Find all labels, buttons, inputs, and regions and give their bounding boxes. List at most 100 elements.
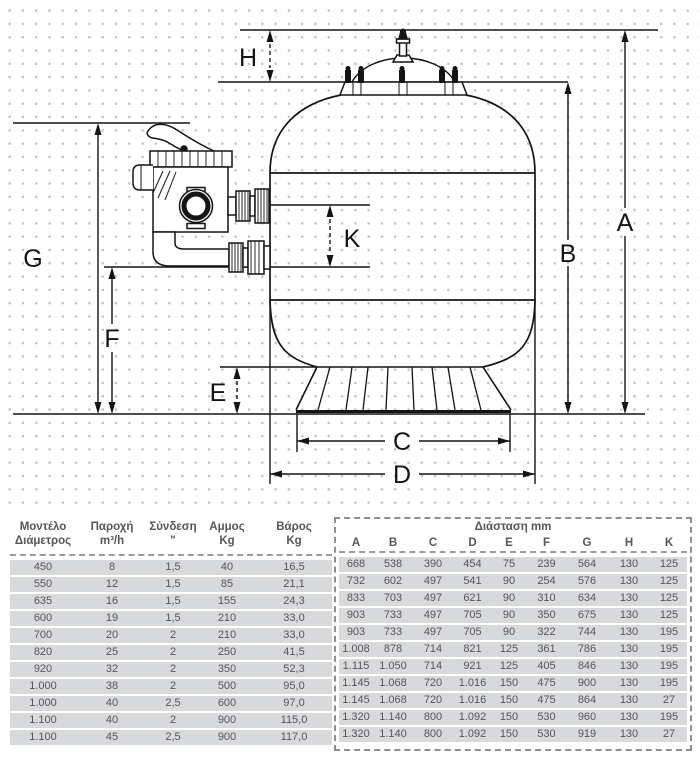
table-cell: 2 bbox=[169, 663, 177, 675]
dimensions-table-title: Διάσταση mm bbox=[474, 521, 552, 533]
dimension-arrowheads bbox=[94, 30, 629, 478]
table-cell: 530 bbox=[537, 711, 556, 723]
table-cell: 720 bbox=[423, 694, 443, 706]
table-cell: 125 bbox=[659, 558, 679, 570]
table-cell: 920 bbox=[33, 663, 53, 675]
header-cell-2: Σύνδεση" bbox=[148, 521, 198, 554]
table-cell: 24,3 bbox=[283, 595, 305, 607]
table-cell: 1.145 bbox=[342, 677, 370, 689]
table-cell: 1.145 bbox=[342, 694, 370, 706]
table-cell: 1.115 bbox=[342, 660, 370, 672]
table-cell: 705 bbox=[463, 626, 482, 638]
table-cell: 90 bbox=[502, 575, 516, 587]
table-cell: 130 bbox=[619, 677, 639, 689]
table-cell: 497 bbox=[423, 592, 443, 604]
table-cell: 800 bbox=[423, 728, 443, 740]
table-cell: 38 bbox=[105, 680, 119, 692]
table-cell: 239 bbox=[537, 558, 556, 570]
table-cell: 115,0 bbox=[280, 714, 308, 726]
table-cell: 634 bbox=[577, 592, 597, 604]
table-cell: 195 bbox=[659, 711, 679, 723]
table-cell: 541 bbox=[463, 575, 482, 587]
table-cell: 125 bbox=[499, 660, 519, 672]
header-line: Kg bbox=[286, 534, 302, 547]
table-cell: 195 bbox=[659, 626, 679, 638]
table-cell: 1.092 bbox=[458, 728, 487, 740]
table-cell: 97,0 bbox=[283, 697, 305, 709]
table-cell: 1,5 bbox=[165, 595, 181, 607]
table-cell: 20 bbox=[105, 629, 119, 641]
dim-header-cell-b: B bbox=[388, 537, 398, 549]
table-cell: 40 bbox=[220, 561, 234, 573]
table-cell: 900 bbox=[217, 714, 237, 726]
table-cell: 75 bbox=[502, 558, 516, 570]
table-cell: 27 bbox=[662, 694, 676, 706]
table-cell: 33,0 bbox=[283, 629, 305, 641]
table-cell: 350 bbox=[537, 609, 556, 621]
table-cell: 576 bbox=[577, 575, 597, 587]
table-cell: 733 bbox=[383, 626, 403, 638]
table-cell: 125 bbox=[659, 609, 679, 621]
table-cell: 130 bbox=[619, 643, 639, 655]
table-cell: 90 bbox=[502, 592, 516, 604]
table-cell: 1.068 bbox=[379, 694, 407, 706]
table-cell: 155 bbox=[217, 595, 237, 607]
dim-label-k: K bbox=[344, 225, 361, 253]
table-cell: 2,5 bbox=[165, 731, 181, 743]
air-relief-valve bbox=[391, 28, 415, 63]
table-cell: 8 bbox=[108, 561, 116, 573]
dim-header-cell-e: E bbox=[505, 537, 513, 549]
table-cell: 1.320 bbox=[342, 711, 370, 723]
table-cell: 90 bbox=[502, 626, 516, 638]
dim-label-f: F bbox=[104, 325, 119, 353]
table-cell: 530 bbox=[537, 728, 556, 740]
dim-header-cell-h: H bbox=[624, 537, 634, 549]
table-cell: 700 bbox=[33, 629, 53, 641]
header-line: Μοντέλο bbox=[19, 521, 67, 533]
table-cell: 16,5 bbox=[283, 561, 305, 573]
dim-header-cell-g: G bbox=[582, 537, 592, 549]
table-cell: 25 bbox=[105, 646, 119, 658]
dim-header-cell-a: A bbox=[351, 537, 361, 549]
header-line: Διάμετρος bbox=[14, 534, 72, 547]
multiport-valve bbox=[132, 123, 271, 275]
table-cell: 714 bbox=[423, 660, 443, 672]
table-cell: 564 bbox=[577, 558, 597, 570]
dim-label-a: A bbox=[617, 209, 634, 237]
table-cell: 1.008 bbox=[342, 643, 370, 655]
table-cell: 405 bbox=[537, 660, 556, 672]
header-line: Παροχή bbox=[90, 521, 134, 533]
table-cell: 95,0 bbox=[283, 680, 305, 692]
drain-port bbox=[132, 164, 153, 191]
table-cell: 150 bbox=[499, 711, 519, 723]
table-cell: 1.016 bbox=[458, 677, 487, 689]
table-cell: 475 bbox=[537, 694, 556, 706]
dim-label-d: D bbox=[393, 461, 411, 489]
lid-assembly bbox=[338, 28, 469, 96]
table-cell: 668 bbox=[346, 558, 366, 570]
table-cell: 195 bbox=[659, 677, 679, 689]
table-cell: 621 bbox=[463, 592, 482, 604]
table-cell: 117,0 bbox=[280, 731, 308, 743]
table-cell: 125 bbox=[659, 575, 679, 587]
table-cell: 1,5 bbox=[165, 612, 181, 624]
table-cell: 864 bbox=[577, 694, 597, 706]
table-cell: 40 bbox=[105, 714, 119, 726]
table-cell: 195 bbox=[659, 643, 679, 655]
dim-label-g: G bbox=[23, 245, 42, 273]
lower-union-coupling bbox=[152, 231, 271, 275]
base-feet bbox=[295, 366, 512, 413]
table-cell: 1.140 bbox=[379, 728, 407, 740]
table-cell: 130 bbox=[619, 558, 639, 570]
